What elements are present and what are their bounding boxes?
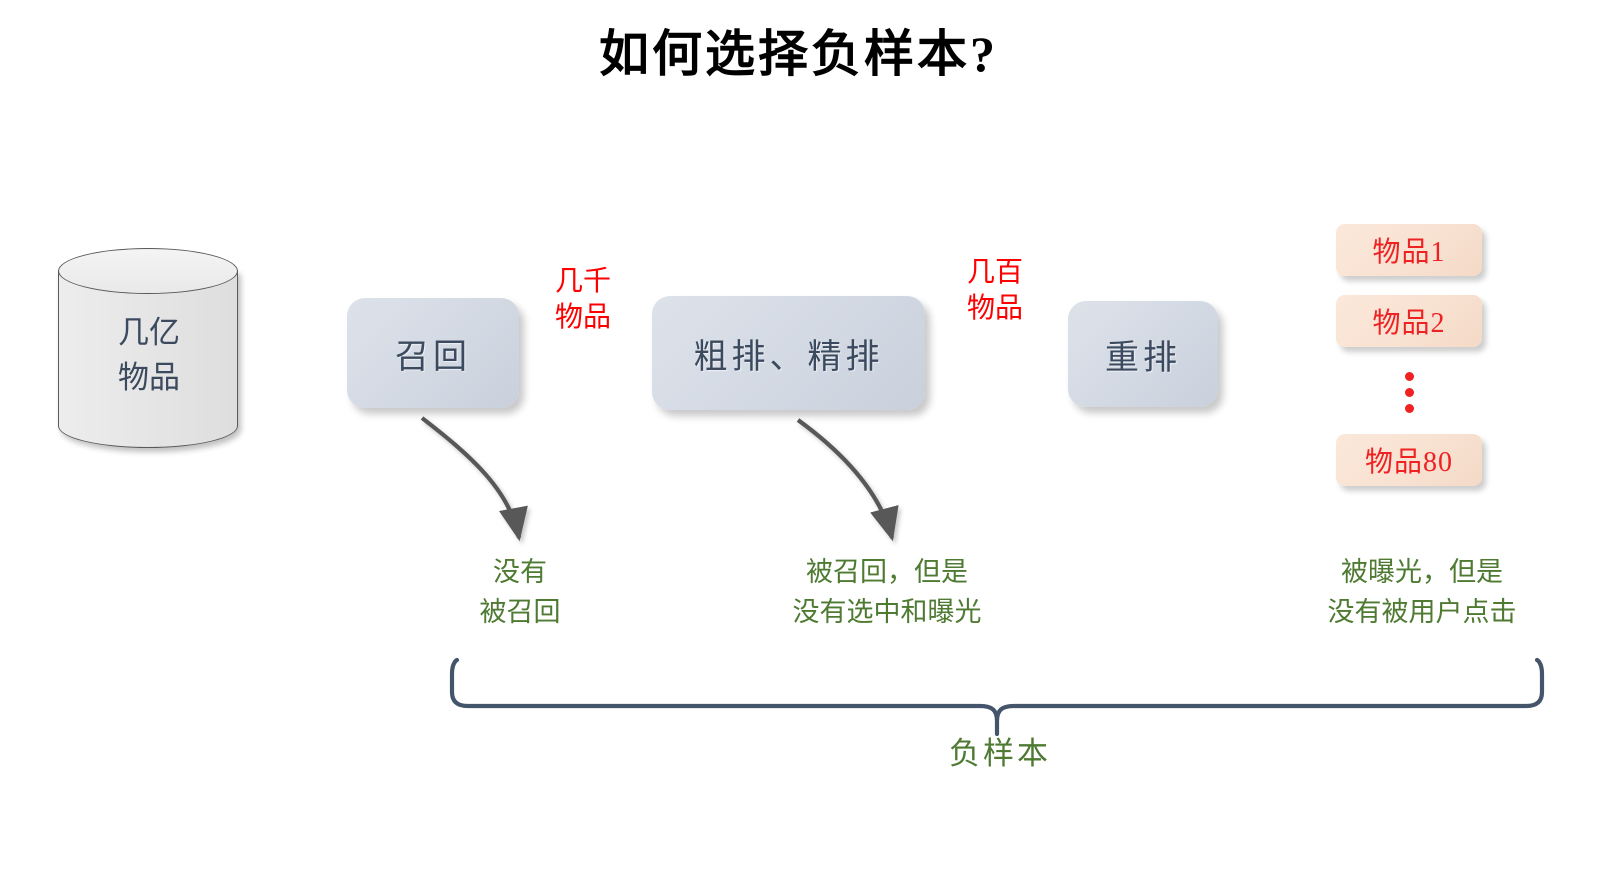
flow-label-after-rank-line2: 物品: [966, 293, 1023, 324]
ellipsis-dot: [1404, 372, 1414, 381]
note-not-recalled: 没有 被召回: [420, 552, 620, 632]
flow-label-after-recall-line2: 物品: [554, 302, 611, 333]
stage-label-rank: 粗排、精排: [693, 338, 884, 376]
item-pool-cylinder: 几亿 物品: [58, 248, 240, 470]
stage-box-rank[interactable]: 粗排、精排: [652, 296, 925, 410]
result-list-ellipsis-dots: [1336, 365, 1482, 413]
result-item-box[interactable]: 物品1: [1336, 224, 1482, 276]
flow-label-after-rank-line1: 几百: [966, 257, 1023, 288]
result-item-label: 物品80: [1364, 447, 1453, 478]
ellipsis-dot: [1404, 388, 1414, 397]
result-item-box[interactable]: 物品2: [1336, 295, 1482, 347]
curve-arrow-recalled-not-exposed: [796, 418, 899, 542]
cylinder-label-line1: 几亿: [118, 315, 180, 350]
page-title: 如何选择负样本?: [599, 26, 998, 82]
note-exposed-not-clicked: 被曝光，但是 没有被用户点击: [1272, 552, 1572, 632]
note-exposed-not-clicked-line1: 被曝光，但是: [1341, 557, 1503, 587]
flow-label-after-rank: 几百 物品: [935, 255, 1055, 327]
cylinder-body: [58, 270, 238, 448]
result-item-box[interactable]: 物品80: [1336, 434, 1482, 486]
note-not-recalled-line2: 被召回: [479, 597, 561, 627]
note-exposed-not-clicked-line2: 没有被用户点击: [1327, 597, 1517, 627]
negative-sample-brace: [449, 657, 1545, 737]
stage-box-rerank[interactable]: 重排: [1068, 301, 1218, 407]
cylinder-label-line2: 物品: [118, 360, 180, 395]
result-item-label: 物品2: [1372, 308, 1446, 339]
note-recalled-not-exposed: 被召回，但是 没有选中和曝光: [742, 552, 1032, 632]
result-item-label: 物品1: [1372, 237, 1446, 268]
curve-arrow-not-recalled: [420, 416, 528, 542]
flow-label-after-recall: 几千 物品: [523, 264, 643, 336]
flow-label-after-recall-line1: 几千: [554, 266, 611, 297]
note-recalled-not-exposed-line2: 没有选中和曝光: [792, 597, 982, 627]
stage-label-recall: 召回: [395, 338, 471, 376]
note-recalled-not-exposed-line1: 被召回，但是: [806, 557, 968, 587]
cylinder-top-ellipse: [58, 248, 238, 294]
stage-label-rerank: 重排: [1105, 339, 1181, 377]
ellipsis-dot: [1404, 404, 1414, 413]
negative-sample-brace-label: 负样本: [949, 736, 1051, 771]
stage-box-recall[interactable]: 召回: [347, 298, 519, 408]
cylinder-label: 几亿 物品: [58, 310, 240, 400]
note-not-recalled-line1: 没有: [493, 557, 547, 587]
